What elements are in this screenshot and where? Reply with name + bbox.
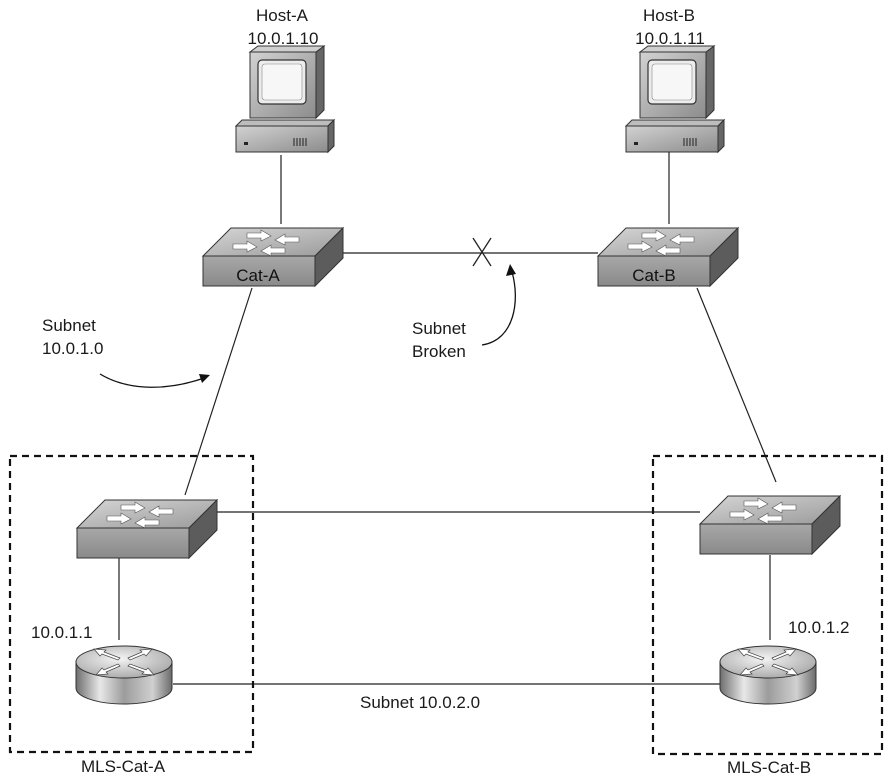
mls-b-router-icon[interactable] (719, 645, 817, 705)
subnet-a-label-line1: Subnet (42, 316, 96, 335)
subnet-broken-label-line2: Broken (412, 342, 466, 361)
host-a-ip: 10.0.1.10 (247, 29, 319, 48)
mls-a-switch-icon[interactable] (76, 499, 218, 559)
switch-cat-b-label: Cat-B (632, 266, 676, 285)
arrow-subnet-a-icon (99, 373, 205, 388)
mls-box-b (651, 454, 884, 756)
switch-cat-a-label: Cat-A (236, 266, 280, 285)
links (118, 152, 777, 685)
link-break-x-icon (472, 237, 492, 267)
host-a-name: Host-A (256, 6, 308, 25)
arrowhead-subnet-a-icon (199, 374, 210, 383)
mls-a-router-ip: 10.0.1.1 (31, 623, 93, 642)
mls-b-name: MLS-Cat-B (726, 758, 812, 777)
host-b-pc-icon[interactable] (625, 45, 725, 153)
arrowhead-subnet-broken-icon (506, 264, 516, 276)
mls-b-switch-icon[interactable] (699, 495, 841, 555)
subnet-a-label-line2: 10.0.1.0 (42, 339, 104, 358)
host-b-name: Host-B (643, 6, 695, 25)
subnet-bottom-label: Subnet 10.0.2.0 (360, 693, 481, 712)
host-a-pc-icon[interactable] (235, 45, 335, 153)
link-cata-mlsa (184, 287, 253, 496)
mls-box-a (8, 454, 255, 754)
mls-a-router-icon[interactable] (75, 645, 173, 705)
mls-b-router-ip: 10.0.1.2 (788, 618, 850, 637)
host-b-ip: 10.0.1.11 (635, 29, 705, 48)
subnet-broken-label-line1: Subnet (412, 319, 466, 338)
arrow-subnet-broken-icon (481, 271, 516, 346)
mls-a-name: MLS-Cat-A (80, 757, 166, 776)
link-catb-mlsb (696, 287, 777, 483)
